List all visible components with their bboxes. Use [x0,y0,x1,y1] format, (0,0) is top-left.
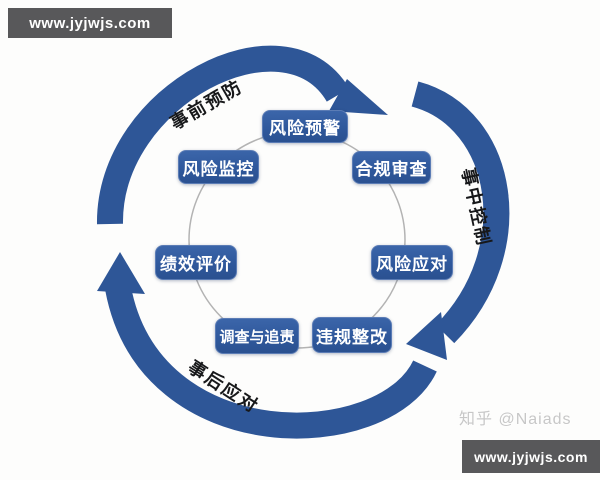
cycle-arrow-right-icon [406,81,510,360]
credit-text: 知乎 @Naiads [459,411,572,428]
watermark-bar-top-left: www.jyjwjs.com [8,8,172,38]
cycle-arrow-top-icon [96,45,388,225]
node-compliance-review: 合规审查 [352,151,431,184]
node-risk-response: 风险应对 [371,245,453,280]
cycle-arrow-bottom-icon [97,252,437,439]
node-performance-evaluation: 绩效评价 [155,245,237,280]
node-investigation-accountability: 调查与追责 [215,318,299,354]
node-violation-rectification: 违规整改 [312,317,392,353]
watermark-bar-bottom-right: www.jyjwjs.com [462,440,600,473]
node-risk-warning: 风险预警 [262,110,348,143]
node-risk-monitoring: 风险监控 [178,150,259,184]
